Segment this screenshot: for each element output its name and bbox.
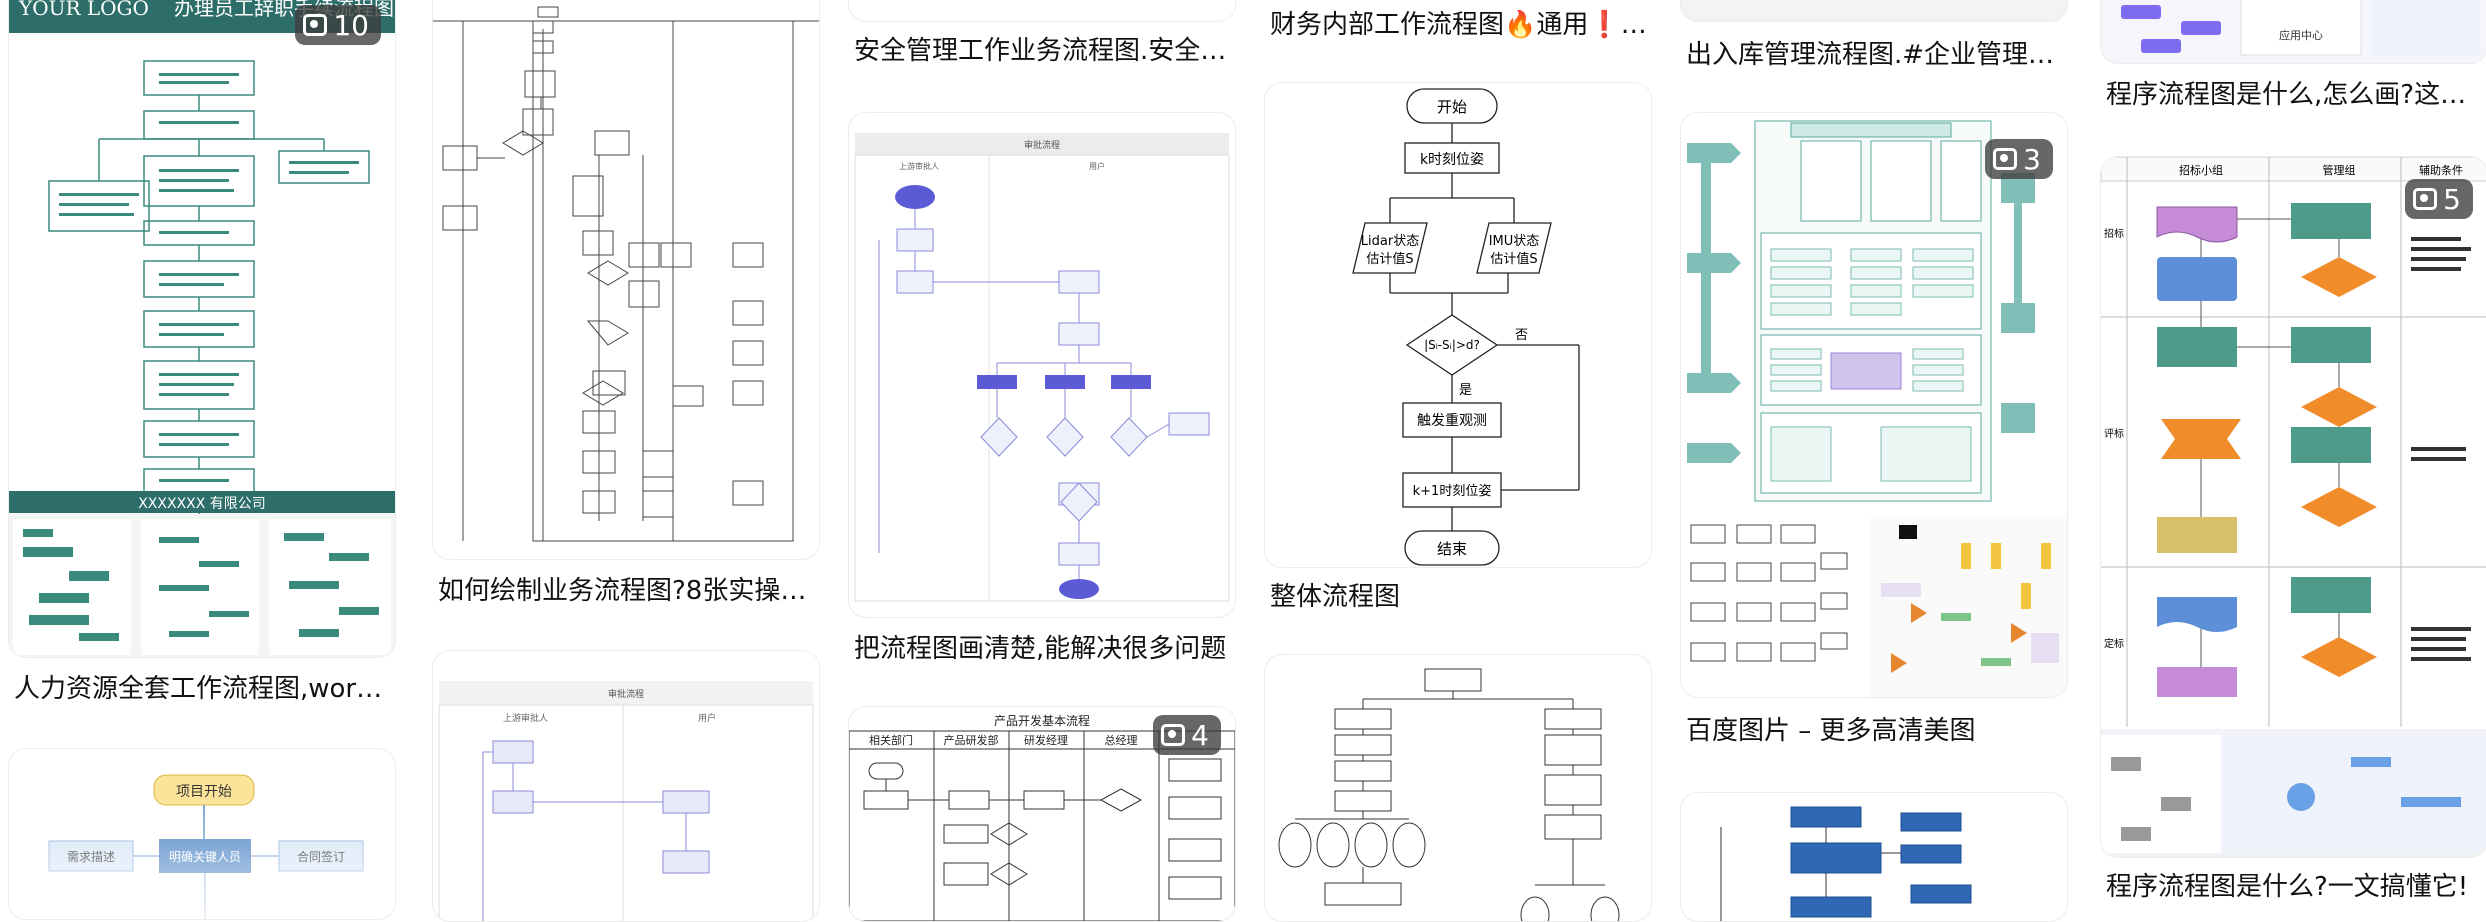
- app-center-image: 应用中心: [2101, 0, 2486, 63]
- pd-title: 产品开发基本流程: [994, 713, 1090, 728]
- node-end: 结束: [1437, 540, 1467, 558]
- node-imu-2: 估计值S: [1490, 251, 1537, 267]
- label-yes: 是: [1459, 383, 1472, 398]
- card-10-thumbnail[interactable]: 招标小组 管理组 辅助条件 招标 评标 定标: [2100, 156, 2486, 858]
- gallery-icon: [2413, 188, 2438, 210]
- card-8-caption[interactable]: 百度图片 – 更多高清美图: [1686, 716, 1976, 746]
- gallery-icon: [1161, 724, 1186, 746]
- card-7-caption[interactable]: 出入库管理流程图.#企业管理…: [1686, 40, 2055, 70]
- result-card-5[interactable]: 财务内部工作流程图🔥通用❗….: [1264, 0, 1650, 50]
- image-count-badge: 5: [2405, 179, 2473, 219]
- tree-flowchart-image: [1278, 668, 1620, 921]
- card-1-caption[interactable]: 人力资源全套工作流程图,wor…: [14, 674, 383, 704]
- result-card-4b[interactable]: 审批流程 上游审批人 用户: [432, 650, 820, 922]
- row-label-1: 招标: [2104, 227, 2124, 240]
- result-card-8[interactable]: 3 百度图片 – 更多高清美图: [1680, 112, 2068, 752]
- gallery-icon: [1993, 148, 2018, 170]
- image-count-badge: 4: [1153, 715, 1221, 755]
- node-key-people: 明确关键人员: [169, 850, 241, 864]
- badge-count: 5: [2443, 182, 2461, 216]
- result-card-13[interactable]: [1264, 654, 1652, 922]
- lane-2: 产品研发部: [944, 733, 999, 747]
- result-card-1[interactable]: YOUR LOGO 办理员工辞职手续流程图: [8, 0, 396, 720]
- card-6-thumbnail[interactable]: 开始 k时刻位姿 Lidar状态 估计值S IMU状态 估计值S |Sₗ-Sᵢ|…: [1264, 82, 1652, 568]
- bidding-flowchart-image: 招标小组 管理组 辅助条件 招标 评标 定标: [2101, 157, 2486, 857]
- result-card-14[interactable]: [1680, 792, 2068, 922]
- result-card-6[interactable]: 开始 k时刻位姿 Lidar状态 估计值S IMU状态 估计值S |Sₗ-Sᵢ|…: [1264, 82, 1652, 622]
- project-flowchart-image: 项目开始 需求描述 明确关键人员 合同签订: [48, 774, 364, 919]
- result-card-11[interactable]: 产品开发基本流程 相关部门 产品研发部 研发经理 总经理: [848, 706, 1236, 922]
- svg-text:上游审批人: 上游审批人: [503, 712, 548, 724]
- badge-count: 4: [1191, 718, 1209, 752]
- card-4b-thumbnail[interactable]: 审批流程 上游审批人 用户: [432, 650, 820, 922]
- card-12-thumbnail[interactable]: 项目开始 需求描述 明确关键人员 合同签订: [8, 748, 396, 920]
- result-card-2[interactable]: 如何绘制业务流程图?8张实操…: [432, 0, 820, 620]
- node-lidar-2: 估计值S: [1366, 251, 1413, 267]
- card-9-caption[interactable]: 程序流程图是什么,怎么画?这…: [2106, 80, 2467, 110]
- col-header-2: 管理组: [2323, 163, 2356, 177]
- node-start: 开始: [1437, 98, 1467, 116]
- blue-flowchart-image: [1720, 806, 1972, 921]
- card-4-caption[interactable]: 把流程图画清楚,能解决很多问题: [854, 634, 1227, 664]
- product-dev-flowchart-image: 产品开发基本流程 相关部门 产品研发部 研发经理 总经理: [849, 713, 1235, 921]
- col-header-3: 辅助条件: [2419, 163, 2463, 177]
- overall-flowchart-image: 开始 k时刻位姿 Lidar状态 估计值S IMU状态 估计值S |Sₗ-Sᵢ|…: [1352, 88, 1580, 566]
- card-2-caption[interactable]: 如何绘制业务流程图?8张实操…: [438, 576, 807, 606]
- card-8-thumbnail[interactable]: 3: [1680, 112, 2068, 698]
- svg-text:用户: 用户: [1089, 161, 1105, 171]
- card-13-thumbnail[interactable]: [1264, 654, 1652, 922]
- node-trigger: 触发重观测: [1417, 413, 1487, 429]
- card-7-thumbnail[interactable]: [1680, 0, 2068, 22]
- card-1-thumbnail[interactable]: YOUR LOGO 办理员工辞职手续流程图: [8, 0, 396, 658]
- card-2-thumbnail[interactable]: [432, 0, 820, 560]
- badge-count: 10: [333, 8, 369, 42]
- swimlane-flowchart-image: 审批流程 上游审批人 用户: [854, 133, 1230, 602]
- logo-text: YOUR LOGO: [18, 0, 149, 20]
- card-10-caption[interactable]: 程序流程图是什么?一文搞懂它!: [2106, 872, 2469, 902]
- badge-count: 3: [2023, 142, 2041, 176]
- lane-4: 总经理: [1105, 733, 1138, 747]
- result-card-7[interactable]: 出入库管理流程图.#企业管理…: [1680, 0, 2068, 80]
- col-header-1: 招标小组: [2179, 163, 2223, 177]
- row-label-2: 评标: [2104, 428, 2124, 440]
- svg-text:审批流程: 审批流程: [1024, 139, 1060, 151]
- app-center-label: 应用中心: [2279, 28, 2323, 42]
- system-architecture-image: [1681, 113, 2067, 697]
- lane-3: 研发经理: [1024, 733, 1068, 747]
- company-footer: XXXXXXX 有限公司: [138, 496, 266, 512]
- svg-text:审批流程: 审批流程: [608, 688, 644, 700]
- hr-flowchart-image: YOUR LOGO 办理员工辞职手续流程图: [9, 0, 395, 657]
- approval-flowchart-image: 审批流程 上游审批人 用户: [438, 681, 814, 921]
- row-label-3: 定标: [2104, 637, 2124, 650]
- card-3-thumbnail[interactable]: [848, 0, 1236, 22]
- card-11-thumbnail[interactable]: 产品开发基本流程 相关部门 产品研发部 研发经理 总经理: [848, 706, 1236, 922]
- image-count-badge: 3: [1985, 139, 2053, 179]
- card-9-thumbnail[interactable]: 应用中心: [2100, 0, 2486, 64]
- node-condition: |Sₗ-Sᵢ|>d?: [1424, 338, 1480, 352]
- node-lidar-1: Lidar状态: [1361, 234, 1419, 249]
- node-pose-k: k时刻位姿: [1420, 152, 1484, 168]
- node-requirement: 需求描述: [67, 850, 115, 864]
- card-5-caption[interactable]: 财务内部工作流程图🔥通用❗….: [1270, 10, 1650, 40]
- lane-1: 相关部门: [869, 733, 913, 747]
- svg-text:上游审批人: 上游审批人: [899, 161, 939, 171]
- card-14-thumbnail[interactable]: [1680, 792, 2068, 922]
- result-card-4[interactable]: 审批流程 上游审批人 用户: [848, 112, 1236, 676]
- gallery-icon: [303, 14, 328, 36]
- node-pose-k1: k+1时刻位姿: [1413, 483, 1492, 499]
- image-count-badge: 10: [295, 5, 381, 45]
- card-6-caption[interactable]: 整体流程图: [1270, 582, 1401, 612]
- result-card-3[interactable]: 安全管理工作业务流程图.安全…: [848, 0, 1236, 76]
- node-imu-1: IMU状态: [1489, 234, 1540, 249]
- result-card-10[interactable]: 招标小组 管理组 辅助条件 招标 评标 定标: [2100, 156, 2486, 916]
- result-card-12[interactable]: 项目开始 需求描述 明确关键人员 合同签订: [8, 748, 396, 920]
- label-no: 否: [1515, 328, 1528, 343]
- card-4-thumbnail[interactable]: 审批流程 上游审批人 用户: [848, 112, 1236, 618]
- node-contract: 合同签订: [297, 849, 345, 864]
- card-3-caption[interactable]: 安全管理工作业务流程图.安全…: [854, 36, 1227, 66]
- result-card-9[interactable]: 应用中心 程序流程图是什么,怎么画?这…: [2100, 0, 2486, 120]
- business-flowchart-image: [433, 6, 819, 542]
- svg-text:用户: 用户: [698, 712, 716, 724]
- node-project-start: 项目开始: [176, 784, 232, 800]
